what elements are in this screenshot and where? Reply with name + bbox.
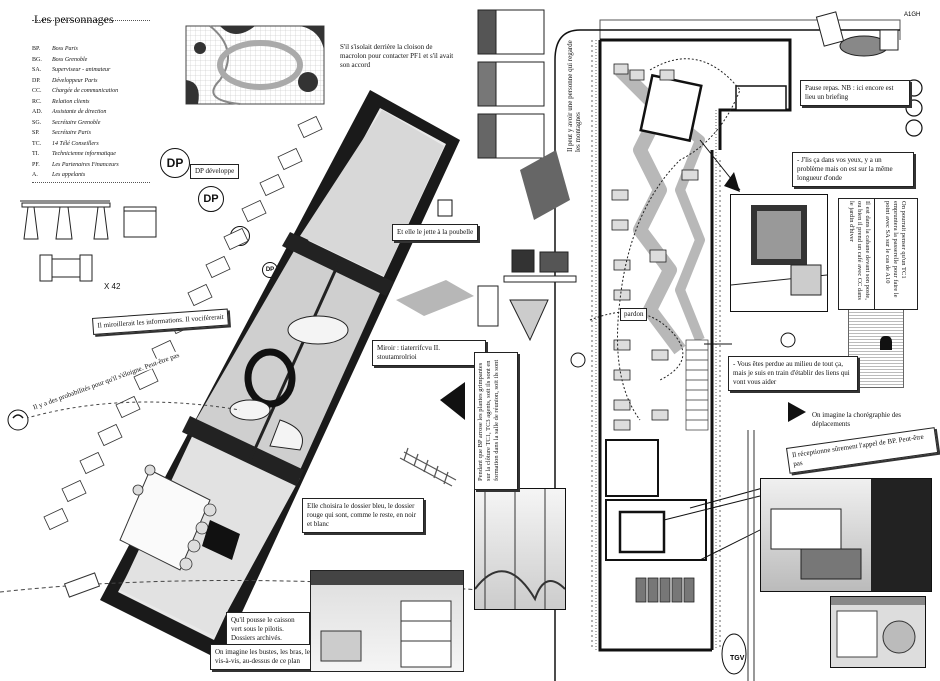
callout-bp-absent: Pendant que BP arrose les plantes grimpa… (474, 352, 518, 490)
legend-code: PF. (32, 161, 40, 168)
legend-label: Relation clients (52, 98, 90, 105)
callout-poubelle: Et elle le jette à la poubelle (392, 224, 479, 241)
legend-top-rule (32, 20, 150, 21)
legend-label: Développeur Paris (52, 77, 98, 84)
cabin-photo (730, 194, 828, 312)
callout-macrolon: S'il s'isolait derrière la cloison de ma… (336, 40, 460, 73)
legend-code: TI. (32, 151, 40, 157)
legend-code: DP. (32, 77, 41, 84)
furniture-count: X 42 (104, 282, 121, 291)
legend-label: Boss Grenoble (52, 56, 88, 63)
screen-mockup (830, 596, 926, 668)
callout-perdue: - Vous êtes perdue au milieu de tout ça,… (728, 356, 858, 391)
legend-label: Secrétaire Paris (52, 130, 91, 136)
person-silhouette-icon (880, 336, 892, 350)
legend-code: SP. (32, 130, 40, 136)
callout-tc1: On pourrait penser qu'un TC1 empruntera … (874, 198, 918, 310)
legend-code: AD. (32, 109, 43, 115)
callout-dossier-bleu: Elle choisira le dossier bleu, le dossie… (302, 498, 424, 533)
winter-garden-photo (474, 488, 566, 610)
callout-miroir: Miroir : tiaterrifcvu II. stoutamrolrioi (372, 340, 486, 366)
legend-label: Secrétaire Grenoble (52, 119, 101, 126)
legend-item: TC. 14 Télé Conseillers (32, 139, 119, 150)
archive-room-photo (310, 570, 464, 672)
legend-label: Assistante de direction (52, 109, 107, 115)
legend-code: TC. (32, 140, 42, 147)
svg-text:A1GH: A1GH (904, 12, 920, 18)
legend-code: CC. (32, 88, 42, 94)
legend-item: SG. Secrétaire Grenoble (32, 118, 119, 129)
svg-text:TGV: TGV (730, 655, 745, 662)
trash-bin-icon (437, 199, 453, 217)
legend-item: SP. Secrétaire Paris (32, 128, 119, 139)
arrow-left-icon (440, 382, 465, 420)
legend-label: Superviseur - animateur (52, 67, 111, 73)
legend-bottom-rule (32, 182, 150, 183)
legend-item: RC. Relation clients (32, 97, 119, 108)
legend-item: AD. Assistante de direction (32, 107, 119, 118)
legend-item: BP. Boss Paris (32, 44, 119, 55)
legend-label: Boss Paris (52, 46, 78, 52)
legend-code: BG. (32, 56, 42, 63)
callout-pardon: pardon (620, 308, 648, 321)
callout-vos-yeux: - J'lis ça dans vos yeux, y a un problèm… (792, 152, 914, 187)
callout-pause-repas: Pause repas. NB : ici encore est lieu un… (800, 80, 910, 106)
isometric-office-plan (0, 90, 480, 660)
callout-montagnes: Il peut y avoir une personne qui regarde… (566, 40, 582, 152)
ceiling-grid-plan (185, 25, 325, 105)
legend-item: TI. Technicienne informatique (32, 149, 119, 160)
phone-icon (7, 409, 29, 431)
legend-item: DP. Développeur Paris (32, 76, 119, 87)
legend-code: SG. (32, 119, 42, 126)
legend-code: BP. (32, 46, 41, 52)
table-elevation-sketch (20, 200, 157, 282)
callout-choregraphie: On imagine la chorégraphie des déplaceme… (808, 408, 940, 432)
legend-code: SA. (32, 67, 42, 73)
legend-item: CC. Chargée de communication (32, 86, 119, 97)
legend-code: RC. (32, 98, 42, 105)
legend-item: A. Les appelants (32, 170, 119, 181)
legend-label: Les Partenaires Financeurs (52, 161, 119, 168)
legend-title: Les personnages (34, 12, 114, 26)
legend-label: Technicienne informatique (52, 151, 116, 157)
legend-code: A. (32, 172, 38, 178)
legend-label: Chargée de communication (52, 88, 119, 94)
legend-item: PF. Les Partenaires Financeurs (32, 160, 119, 171)
dp-badge-large: DP (160, 148, 190, 178)
office-walls (43, 90, 460, 660)
legend-label: Les appelants (52, 172, 86, 178)
legend-item: BG. Boss Grenoble (32, 55, 119, 66)
legend-item: SA. Superviseur - animateur (32, 65, 119, 76)
dp-develops-caption: DP développe (190, 164, 240, 179)
office-interior-photo (760, 478, 932, 592)
legend-label: 14 Télé Conseillers (52, 140, 99, 147)
dp-badge-medium: DP (198, 186, 224, 212)
